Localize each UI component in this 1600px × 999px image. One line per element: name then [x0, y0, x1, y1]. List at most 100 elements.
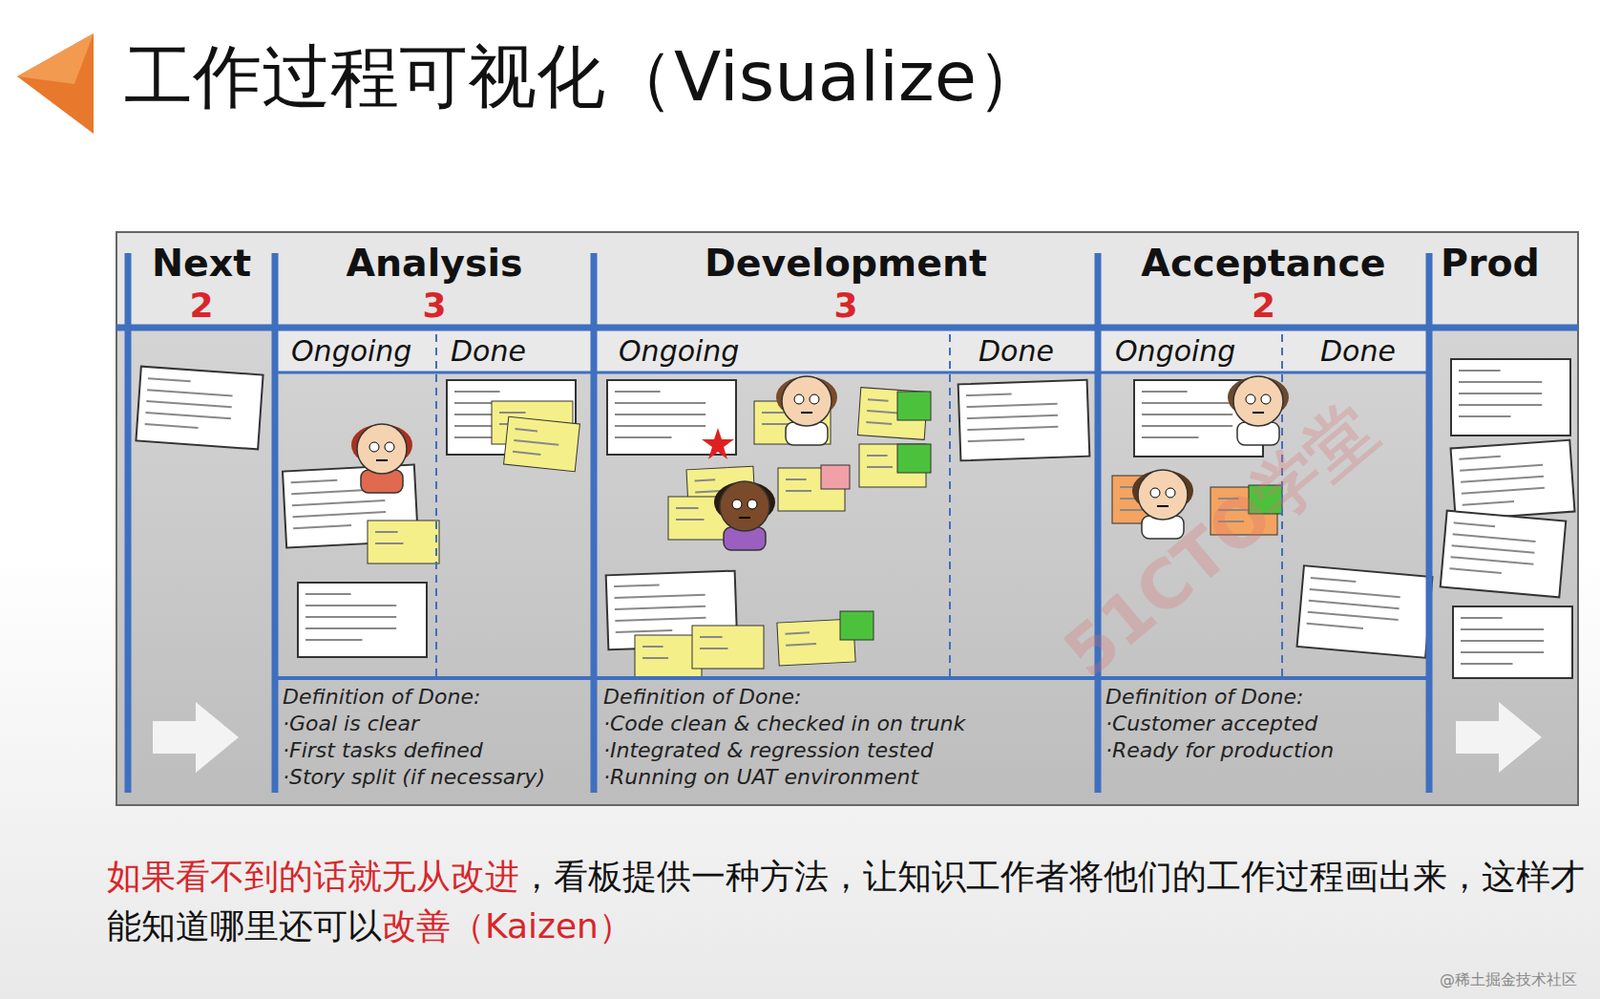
dod-heading: Definition of Done:	[282, 683, 590, 711]
caption-part: 改善（Kaizen）	[381, 905, 633, 946]
task-card	[840, 610, 874, 640]
subcolumn-label: Done	[978, 334, 1054, 368]
card-scribble	[967, 426, 1058, 430]
card-scribble	[1460, 628, 1544, 631]
dod-item: ·Code clean & checked in on trunk	[603, 710, 1091, 737]
card-scribble	[966, 393, 1012, 396]
card-scribble	[305, 638, 363, 641]
card-shape	[958, 379, 1091, 462]
task-card	[821, 464, 850, 489]
card-scribble	[694, 490, 721, 492]
card-shape	[897, 443, 931, 473]
card-scribble	[1458, 456, 1500, 460]
card-scribble	[785, 478, 807, 481]
task-card	[297, 582, 427, 657]
dod-item: ·Story split (if necessary)	[282, 763, 590, 791]
card-scribble	[614, 401, 706, 404]
card-scribble	[1119, 508, 1144, 511]
flow-arrow	[152, 701, 239, 773]
card-scribble	[292, 500, 385, 506]
task-card	[1440, 510, 1566, 598]
card-scribble	[1306, 623, 1364, 629]
person	[714, 481, 776, 550]
wip-limit: 3	[274, 286, 594, 325]
card-scribble	[1449, 568, 1501, 573]
card-shape	[692, 625, 764, 669]
card-scribble	[1452, 533, 1537, 542]
card-scribble	[1141, 401, 1233, 404]
task-card	[1297, 565, 1433, 657]
card-scribble	[614, 424, 706, 427]
card-scribble	[694, 479, 716, 481]
card-scribble	[614, 594, 706, 598]
card-scribble	[642, 656, 669, 659]
card-shape	[1451, 358, 1571, 436]
card-scribble	[1461, 487, 1545, 494]
card-shape	[504, 416, 581, 472]
card-scribble	[675, 518, 705, 521]
card-scribble	[966, 403, 1057, 407]
card-scribble	[1460, 476, 1544, 483]
card-scribble	[147, 389, 232, 396]
card-shape	[297, 582, 427, 657]
card-scribble	[512, 451, 541, 455]
dod-item: ·Integrated & regression tested	[603, 736, 1091, 764]
dod-heading: Definition of Done:	[603, 683, 1091, 711]
title-icon-face	[17, 33, 94, 85]
column: Prod	[1429, 238, 1579, 793]
card-scribble	[305, 627, 397, 630]
dod-item: ·Running on UAT environment	[603, 763, 1091, 791]
card-scribble	[1453, 522, 1495, 527]
card-scribble	[642, 645, 664, 648]
card-scribble	[1460, 662, 1514, 665]
card-scribble	[968, 439, 1025, 442]
card-scribble	[293, 525, 352, 528]
card-scribble	[1452, 545, 1536, 553]
caption-part: 如果看不到的话就无从改进	[106, 856, 520, 896]
task-card	[958, 379, 1091, 462]
task-card	[504, 416, 581, 472]
card-scribble	[1451, 556, 1535, 565]
card-scribble	[146, 400, 232, 407]
card-scribble	[699, 635, 723, 638]
task-card	[897, 443, 931, 473]
header-band	[117, 232, 1578, 328]
title: 工作过程可视化（Visualize）	[124, 33, 1046, 120]
card-scribble	[615, 630, 673, 632]
card-scribble	[1458, 403, 1542, 406]
card-scribble	[867, 399, 889, 401]
column-title: Prod	[1429, 238, 1579, 287]
card-scribble	[784, 631, 810, 633]
card-scribble	[1308, 600, 1400, 609]
person	[776, 376, 838, 445]
card-scribble	[866, 454, 888, 457]
dod-item: ·Goal is clear	[282, 710, 590, 737]
card-scribble	[866, 465, 893, 468]
column: Analysis3Definition of Done:·Goal is cle…	[274, 238, 594, 793]
column-title: Development	[593, 238, 1098, 287]
wip-limit: 2	[127, 286, 275, 325]
card-scribble	[613, 584, 660, 587]
card-scribble	[1462, 501, 1515, 506]
card-scribble	[614, 436, 673, 439]
card-scribble	[699, 647, 729, 650]
card-scribble	[375, 530, 399, 533]
card-scribble	[614, 606, 706, 610]
column-title: Analysis	[274, 238, 594, 287]
card-shape	[1297, 565, 1433, 657]
card-scribble	[1458, 380, 1542, 383]
card-scribble	[761, 411, 787, 414]
card-scribble	[305, 604, 397, 607]
title-icon	[17, 33, 94, 134]
card-scribble	[1458, 392, 1542, 395]
definition-of-done: Definition of Done:·Goal is clear·First …	[282, 683, 590, 799]
card-scribble	[1458, 369, 1501, 372]
card-scribble	[1141, 390, 1188, 393]
card-shape	[135, 366, 263, 450]
dod-item: ·Customer accepted	[1105, 710, 1426, 737]
card-scribble	[147, 378, 191, 381]
watermark: 51CTO学堂	[1046, 385, 1394, 698]
card-scribble	[1141, 436, 1200, 439]
card-shape	[840, 610, 874, 640]
